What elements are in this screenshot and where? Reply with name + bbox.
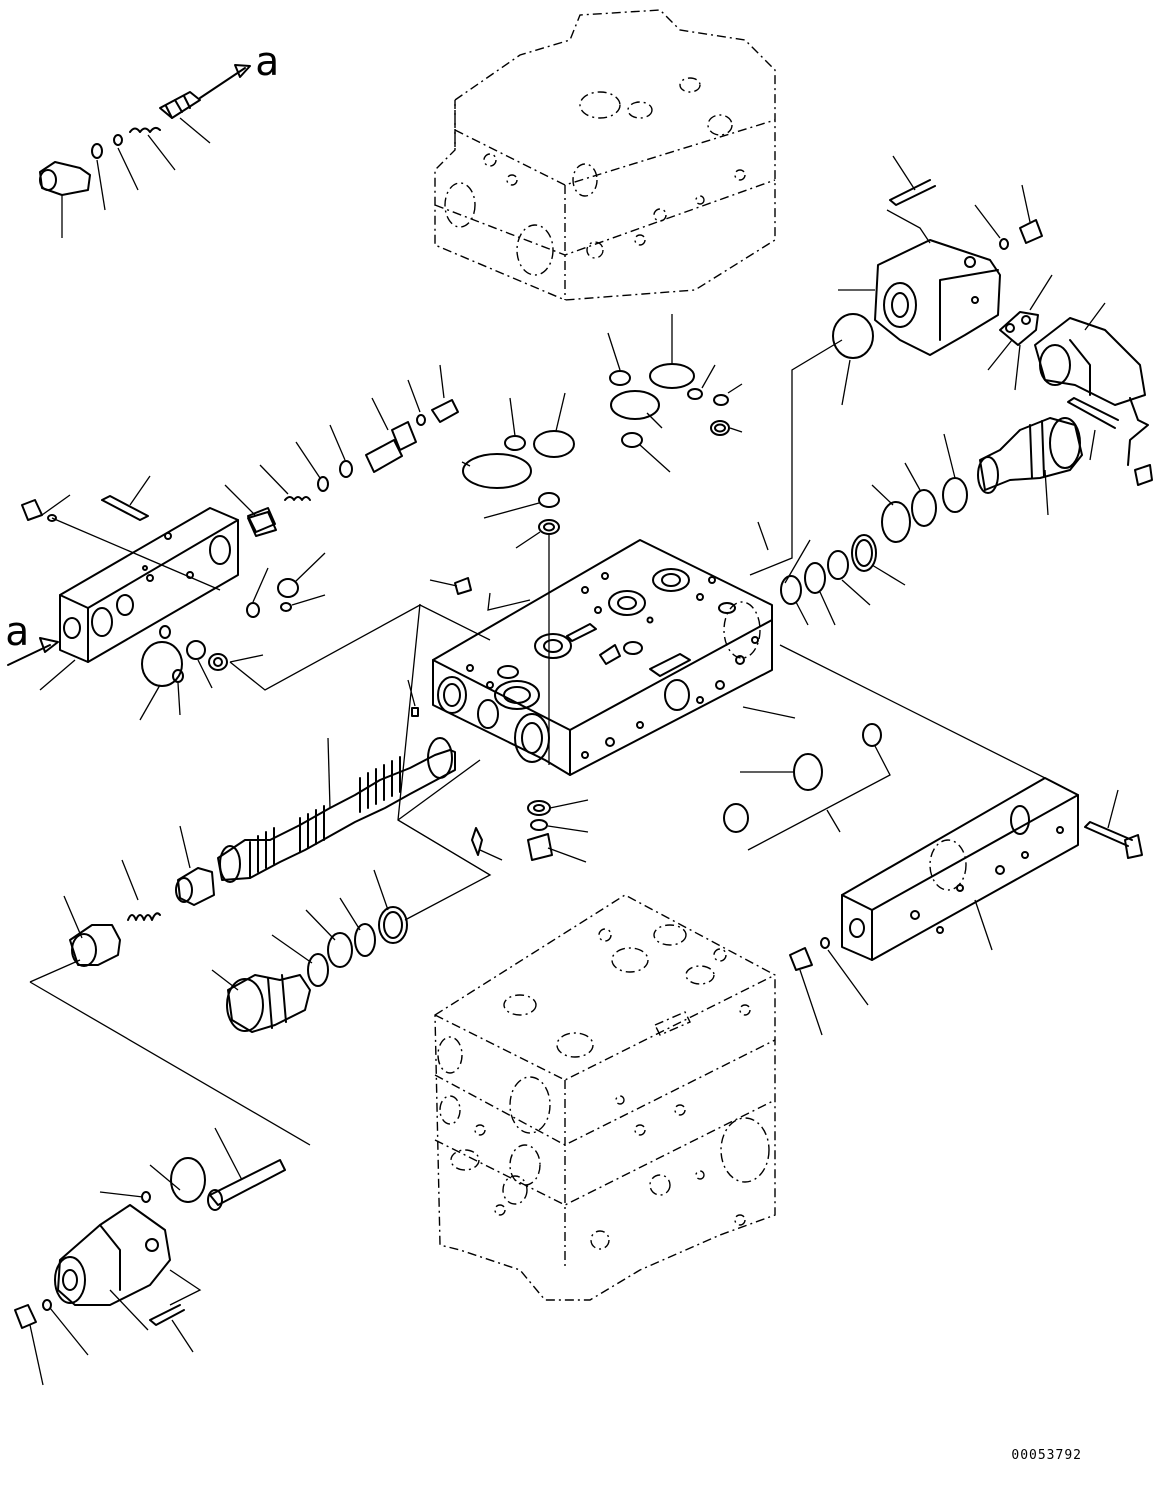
left-cover-plate: a <box>5 475 276 691</box>
top-left-plug-assembly: a <box>39 39 279 238</box>
pilot-block-solenoid-right <box>832 155 1153 486</box>
pilot-solenoid-lower-left <box>14 1127 286 1386</box>
upper-valve-section-phantom <box>434 9 776 301</box>
reference-label-a-left: a <box>5 609 29 655</box>
right-plug-and-seals <box>757 417 1083 626</box>
pilot-parts-row <box>247 364 459 537</box>
spool-end-parts <box>29 825 311 1146</box>
main-valve-body <box>432 539 773 776</box>
reference-label-a-top: a <box>255 39 279 85</box>
drawing-number: 00053792 <box>1011 1448 1082 1463</box>
lower-valve-stack-phantom <box>434 894 776 1301</box>
center-o-rings <box>461 314 743 765</box>
main-spool <box>217 737 456 883</box>
large-plug-and-seals <box>211 819 492 1033</box>
right-lower-cover-plate <box>723 644 1143 1036</box>
left-seals <box>139 552 491 721</box>
